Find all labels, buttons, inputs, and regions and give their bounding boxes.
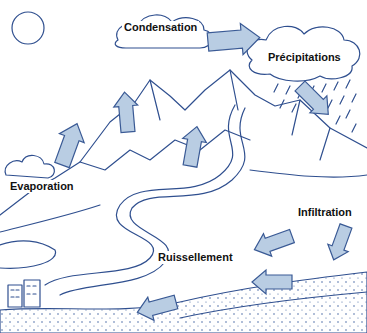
evaporation-arrow	[113, 91, 140, 133]
landscape-sketch	[0, 12, 367, 333]
infiltration-arrow	[252, 270, 292, 294]
sun	[12, 12, 44, 44]
mountain-ridge	[80, 130, 250, 170]
precipitation-arrow	[292, 78, 337, 123]
process-label: Précipitations	[266, 51, 343, 64]
house	[24, 280, 40, 307]
runoff-arrow	[134, 290, 179, 324]
evaporation-arrow	[50, 119, 90, 169]
rain-cloud	[247, 26, 360, 81]
evaporation-arrow	[178, 125, 209, 169]
river-bank	[60, 108, 245, 295]
runoff-arrow	[250, 225, 296, 261]
cloud	[115, 15, 212, 48]
soil-layer	[0, 272, 367, 333]
process-arrows	[50, 22, 357, 324]
cloud	[5, 155, 54, 178]
hill-line	[0, 170, 367, 232]
process-label: Ruissellement	[156, 251, 235, 264]
condensation-arrow	[207, 22, 262, 58]
river-bank	[45, 105, 235, 285]
process-label: Evaporation	[8, 180, 76, 193]
mountain-ridge	[0, 70, 367, 215]
ground-stratum	[180, 292, 367, 318]
house	[8, 285, 22, 307]
house-windows	[11, 286, 36, 297]
process-label: Infiltration	[296, 206, 354, 219]
process-label: Condensation	[122, 21, 199, 34]
infiltration-arrow	[324, 222, 357, 263]
lake	[0, 241, 56, 268]
